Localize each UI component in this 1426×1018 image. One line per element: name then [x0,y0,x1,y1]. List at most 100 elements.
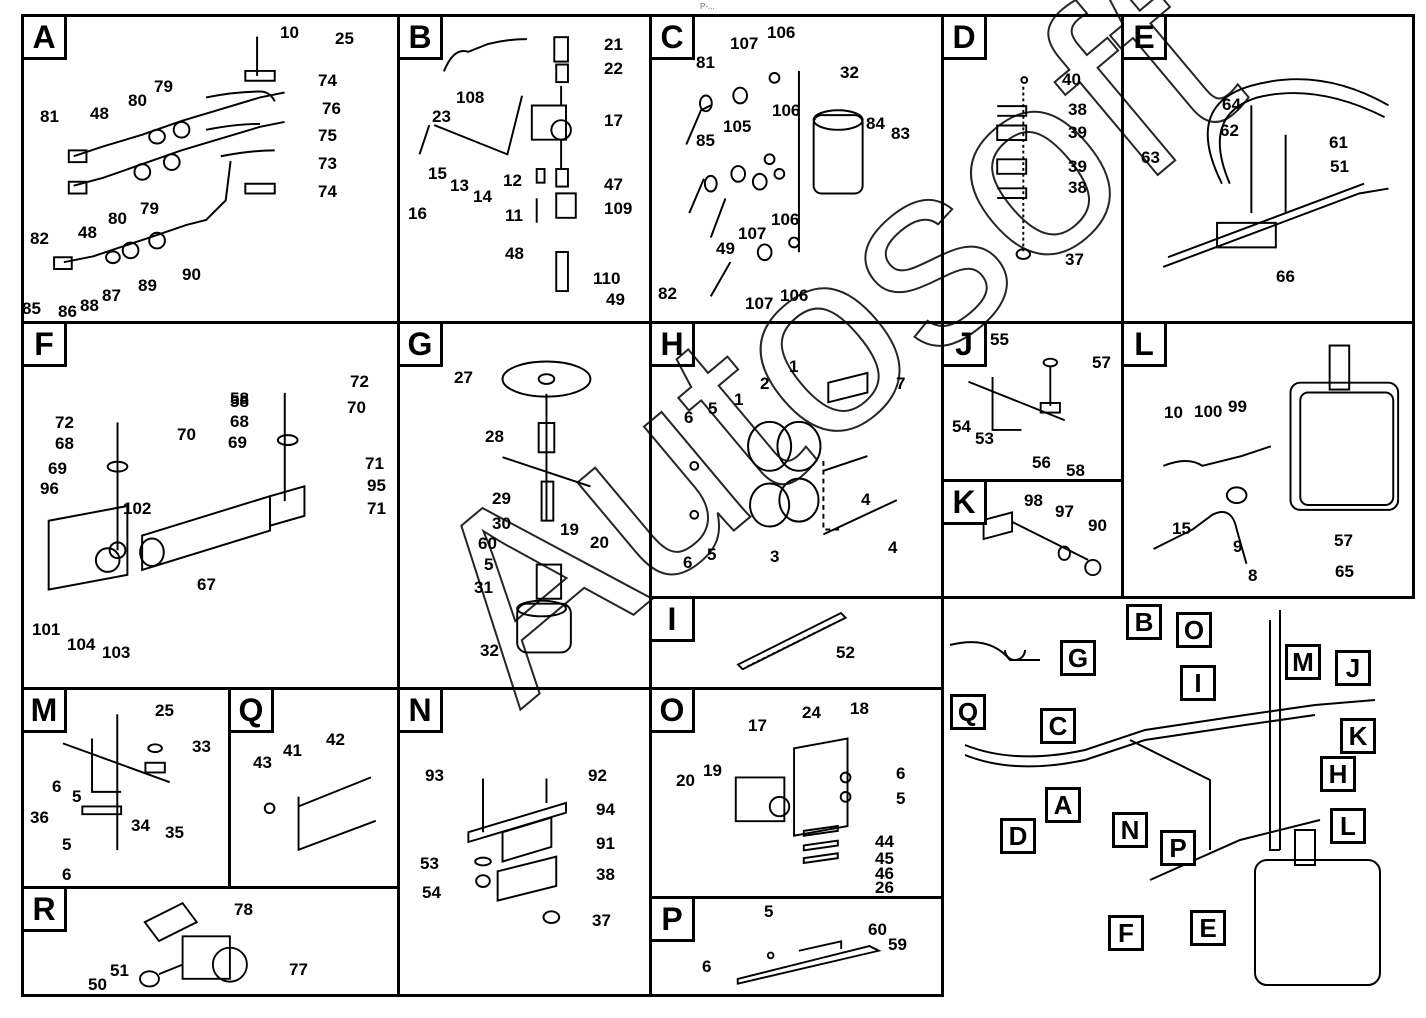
overview-callout-e[interactable]: E [1190,910,1226,946]
part-number-label: 32 [480,641,499,660]
panel-o: O [649,687,944,899]
part-number-label: 68 [55,434,74,453]
panel-letter: N [400,690,443,733]
part-number-label: 5 [72,787,82,806]
part-number-label: 13 [450,176,469,195]
panel-letter: M [24,690,67,733]
overview-callout-p[interactable]: P [1160,830,1196,866]
part-number-label: 85 [22,299,41,318]
part-number-label: 4 [861,490,871,509]
panel-b: B [397,14,652,324]
part-number-label: 83 [891,124,910,143]
part-number-label: 106 [772,101,801,120]
part-number-label: 37 [592,911,611,930]
panel-letter: E [1124,17,1167,60]
overview-callout-k[interactable]: K [1340,718,1376,754]
overview-callout-i[interactable]: I [1180,665,1216,701]
overview-callout-b[interactable]: B [1126,604,1162,640]
overview-callout-f[interactable]: F [1108,915,1144,951]
panel-h-drawing [689,371,898,536]
part-number-label: 5 [707,545,717,564]
overview-callout-l[interactable]: L [1330,808,1366,844]
part-number-label: 34 [131,816,150,835]
part-number-label: 46 [875,864,894,883]
part-number-label: 86 [58,302,77,321]
part-number-label: 35 [165,823,184,842]
part-number-label: 26 [875,878,894,897]
part-number-label: 14 [473,187,492,206]
part-number-label: 84 [866,114,885,133]
part-number-label: 106 [771,210,800,229]
part-number-label: 74 [318,182,337,201]
part-number-label: 61 [1329,133,1348,152]
panel-b-drawing [418,36,577,293]
overview-callout-d[interactable]: D [1000,818,1036,854]
overview-callout-a[interactable]: A [1045,787,1081,823]
panel-letter: F [24,324,67,367]
panel-letter: K [944,482,987,525]
overview-callout-h[interactable]: H [1320,756,1356,792]
panel-p-drawing [736,940,882,985]
part-number-label: 20 [590,533,609,552]
part-number-label: 1 [734,390,744,409]
part-number-label: 96 [40,479,59,498]
panel-i-drawing [736,611,848,671]
part-number-label: 54 [422,883,441,902]
part-number-label: 5 [484,555,494,574]
panel-letter: C [652,17,695,60]
overview-callout-n[interactable]: N [1112,812,1148,848]
part-number-label: 57 [1092,353,1111,372]
part-number-label: 27 [454,368,473,387]
part-number-label: 106 [767,23,796,42]
part-number-label: 6 [896,764,906,783]
panel-j-drawing [968,357,1066,431]
panel-c-drawing [685,71,864,297]
overview-callout-m[interactable]: M [1285,644,1321,680]
part-number-label: 106 [780,286,809,305]
panel-letter: Q [231,690,274,733]
part-number-label: 58 [1066,461,1085,480]
part-number-label: 15 [1172,519,1191,538]
part-number-label: 67 [197,575,216,594]
part-number-label: 107 [738,224,767,243]
panel-n-drawing [467,778,567,925]
part-number-label: 87 [102,286,121,305]
panel-k-drawing [982,511,1102,577]
part-number-label: 75 [318,126,337,145]
part-number-label: 69 [48,459,67,478]
overview-callout-q[interactable]: Q [950,694,986,730]
part-number-label: 65 [1335,562,1354,581]
part-number-label: 6 [702,957,712,976]
overview-callout-j[interactable]: J [1335,650,1371,686]
panel-letter: D [944,17,987,60]
part-number-label: 31 [474,578,493,597]
part-number-label: 8 [1248,566,1258,585]
panel-f: F [21,321,400,690]
part-number-label: 11 [505,206,523,225]
part-number-label: 16 [408,204,427,223]
part-number-label: 70 [347,398,366,417]
overview-callout-c[interactable]: C [1040,708,1076,744]
part-number-label: 48 [90,104,109,123]
part-number-label: 42 [326,730,345,749]
panel-d-drawing [996,76,1032,260]
overview-callout-g[interactable]: G [1060,640,1096,676]
part-number-label: 6 [683,553,693,572]
panel-i: I [649,596,944,690]
panel-letter: L [1124,324,1167,367]
part-number-label: 10 [280,23,299,42]
part-number-label: 80 [128,91,147,110]
panel-e-drawing [1162,78,1389,268]
part-number-label: 6 [684,408,694,427]
panel-letter: R [24,889,67,932]
header-text: P-... [700,2,715,11]
overview-callout-o[interactable]: O [1176,612,1212,648]
panel-r: R [21,886,400,997]
panel-e: E [1121,14,1415,324]
part-number-label: 71 [367,499,386,518]
panel-g: G [397,321,652,690]
part-number-label: 88 [80,296,99,315]
part-number-label: 10 [1164,403,1183,422]
part-number-label: 59 [888,935,907,954]
part-number-label: 5 [62,835,72,854]
